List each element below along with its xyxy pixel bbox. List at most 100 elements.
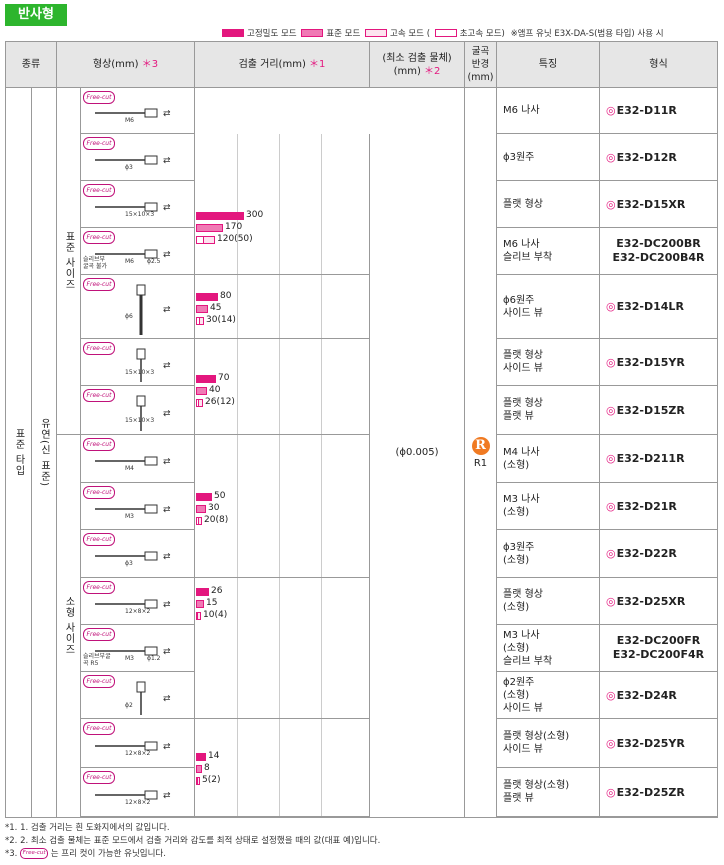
shape-dimension-label: ϕ3 (125, 560, 133, 567)
distance-label: 120(50) (217, 234, 253, 244)
model-cell: ◎E32-D21R (600, 483, 717, 530)
sensor-sketch-icon: ⇄ (95, 108, 171, 119)
model-code: E32-D15XR (616, 197, 686, 211)
model-code: E32-D25ZR (616, 785, 685, 799)
shape-cell: Free-cut⇄M4 (81, 435, 195, 483)
model-code: E32-D211R (616, 452, 685, 465)
distance-gridline (321, 435, 322, 577)
sensor-sketch-icon: ⇄ (95, 202, 171, 213)
freecut-badge-icon: Free-cut (83, 722, 115, 735)
feature-cell: 플랫 형상 (497, 181, 600, 228)
min-object-cell: (ϕ0.005) (370, 88, 465, 817)
spec-table: 종류 형상(mm) ＊3 검출 거리(mm) ＊1 (최소 검출 물체)(mm)… (5, 41, 718, 818)
legend-swatch-standard (301, 29, 324, 37)
distance-gridline (279, 134, 280, 274)
bend-radius-cell: R R1 (465, 88, 497, 817)
legend-note: ※앰프 유닛 E3X-DA-S(범용 타입) 사용 시 (510, 29, 664, 39)
footnote-3: *3. Free-cut 는 프리 컷이 가능한 유닛입니다. (5, 848, 166, 859)
feature-cell: M3 나사 (소형) (497, 483, 600, 530)
shape-dimension-label: M3 (125, 655, 134, 662)
feature-cell: ϕ2원주 (소형) 사이드 뷰 (497, 672, 600, 719)
shape-dimension-label: 12×8×2 (125, 750, 151, 757)
legend-label: 고정밀도 모드 (247, 29, 297, 39)
model-cell: ◎E32-D11R (600, 88, 717, 134)
sensor-sketch-icon: ⇄ (95, 456, 171, 467)
distance-label: 5(2) (202, 775, 221, 785)
feature-cell: ϕ3원주 (소형) (497, 530, 600, 578)
bar-ultra-fast (196, 777, 198, 785)
legend-label: 고속 모드 ( (390, 29, 431, 39)
legend-label: 표준 모드 (326, 29, 361, 39)
sensor-sketch-icon: ⇄ (95, 790, 171, 801)
sensor-sketch-icon: ⇄ (95, 646, 171, 657)
distance-label: 40 (209, 385, 221, 395)
distance-label: 15 (206, 598, 218, 608)
distance-label: 45 (210, 303, 222, 313)
shape-dimension-label: ϕ1.2 (147, 655, 161, 662)
freecut-badge-icon: Free-cut (83, 91, 115, 104)
freecut-badge-icon: Free-cut (83, 628, 115, 641)
bar-ultra-fast (196, 517, 199, 525)
header-min-object: (최소 검출 물체)(mm) ＊2 (370, 42, 465, 88)
model-cell: ◎E32-D12R (600, 134, 717, 181)
freecut-badge-icon: Free-cut (83, 438, 115, 451)
direction-arrow-icon: ⇄ (163, 742, 171, 752)
recommended-ring-icon: ◎ (606, 736, 616, 750)
recommended-ring-icon: ◎ (606, 300, 616, 313)
freecut-badge-icon: Free-cut (83, 278, 115, 291)
distance-label: 26(12) (205, 397, 235, 407)
distance-gridline (237, 275, 238, 338)
model-cell: ◎E32-D15XR (600, 181, 717, 228)
model-code: E32-D15ZR (616, 403, 685, 417)
feature-cell: M6 나사 (497, 88, 600, 134)
recommended-ring-icon: ◎ (606, 104, 616, 117)
freecut-badge-icon: Free-cut (83, 533, 115, 546)
model-cell: ◎E32-D25YR (600, 719, 717, 768)
distance-label: 14 (208, 751, 220, 761)
bar-standard (196, 387, 207, 395)
legend-swatch-ultra-fast (434, 29, 457, 37)
distance-gridline (279, 578, 280, 718)
sensor-sketch-icon: ⇄ (136, 284, 171, 335)
distance-gridline (321, 339, 322, 434)
sensor-sketch-icon: ⇄ (136, 681, 171, 715)
shape-cell: Free-cut ⇄ 12×8×2 (81, 719, 195, 768)
legend-swatch-fast (365, 29, 388, 37)
direction-arrow-icon: ⇄ (163, 109, 171, 119)
shape-dimension-label: 15×10×3 (125, 369, 155, 376)
category-type: 표준 타입 (6, 88, 32, 817)
feature-cell: 플랫 형상(소형) 플랫 뷰 (497, 768, 600, 817)
model-code: E32-D15YR (616, 355, 685, 369)
bar-standard (196, 765, 202, 773)
distance-label: 50 (214, 491, 226, 501)
freecut-badge-icon: Free-cut (83, 231, 115, 244)
recommended-ring-icon: ◎ (606, 355, 616, 369)
distance-gridline (237, 719, 238, 816)
distance-gridline (279, 275, 280, 338)
distance-label: 8 (204, 763, 210, 773)
feature-cell: M4 나사 (소형) (497, 435, 600, 483)
model-code: E32-D12R (616, 150, 677, 164)
bar-high-precision (196, 293, 218, 301)
recommended-ring-icon: ◎ (606, 403, 616, 417)
model-code: E32-D11R (616, 104, 677, 117)
distance-gridline (279, 339, 280, 434)
distance-label: 30 (208, 503, 220, 513)
feature-cell: M6 나사 슬리브 부착 (497, 228, 600, 275)
distance-label: 26 (211, 586, 223, 596)
shape-dimension-label: M3 (125, 513, 134, 520)
header-model: 형식 (600, 42, 717, 88)
model-code: E32-D24R (616, 688, 677, 702)
bar-standard (196, 224, 223, 232)
shape-dimension-label: M6 (125, 258, 134, 265)
shape-dimension-label: M6 (125, 117, 134, 124)
model-code: E32-DC200BR (616, 237, 701, 250)
header-shape: 형상(mm) ＊3 (57, 42, 195, 88)
header-type: 종류 (6, 42, 57, 88)
model-code: E32-DC200FR (616, 634, 701, 647)
direction-arrow-icon: ⇄ (163, 305, 171, 315)
shape-dimension-label: ϕ2 (125, 702, 133, 709)
